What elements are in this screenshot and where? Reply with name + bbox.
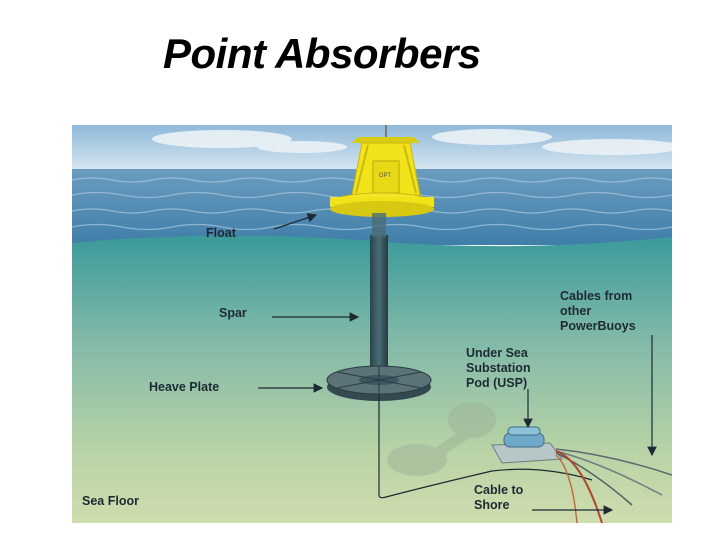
slide-title: Point Absorbers bbox=[163, 30, 481, 77]
clouds bbox=[152, 129, 672, 155]
heave-plate bbox=[326, 365, 432, 401]
point-absorber-illustration: OPT bbox=[72, 125, 672, 523]
label-cable-shore: Cable to Shore bbox=[474, 483, 523, 513]
cables bbox=[555, 448, 672, 523]
scene-svg: OPT bbox=[72, 125, 672, 523]
label-cables-other: Cables from other PowerBuoys bbox=[560, 289, 636, 334]
label-heave-plate: Heave Plate bbox=[149, 380, 220, 394]
label-cables-line-2: other bbox=[560, 304, 592, 318]
label-usp-line-2: Substation bbox=[466, 361, 531, 375]
buoy-mark: OPT bbox=[379, 173, 392, 179]
usp-pod bbox=[491, 426, 563, 464]
label-sea-floor: Sea Floor bbox=[82, 494, 139, 508]
mooring-line bbox=[378, 395, 593, 499]
label-float: Float bbox=[206, 226, 236, 240]
label-usp: Under Sea Substation Pod (USP) bbox=[466, 346, 531, 391]
label-cable-shore-line-1: Cable to bbox=[474, 483, 524, 497]
label-usp-line-1: Under Sea bbox=[466, 346, 528, 360]
label-cable-shore-line-2: Shore bbox=[474, 498, 510, 512]
callout-arrows bbox=[258, 213, 657, 515]
floor-shadow bbox=[387, 402, 496, 476]
label-usp-line-3: Pod (USP) bbox=[466, 376, 528, 390]
buoy-float: OPT bbox=[329, 125, 435, 217]
label-cables-line-3: PowerBuoys bbox=[560, 319, 636, 333]
spar bbox=[370, 235, 388, 380]
label-spar: Spar bbox=[219, 306, 247, 320]
label-cables-line-1: Cables from bbox=[560, 289, 633, 303]
